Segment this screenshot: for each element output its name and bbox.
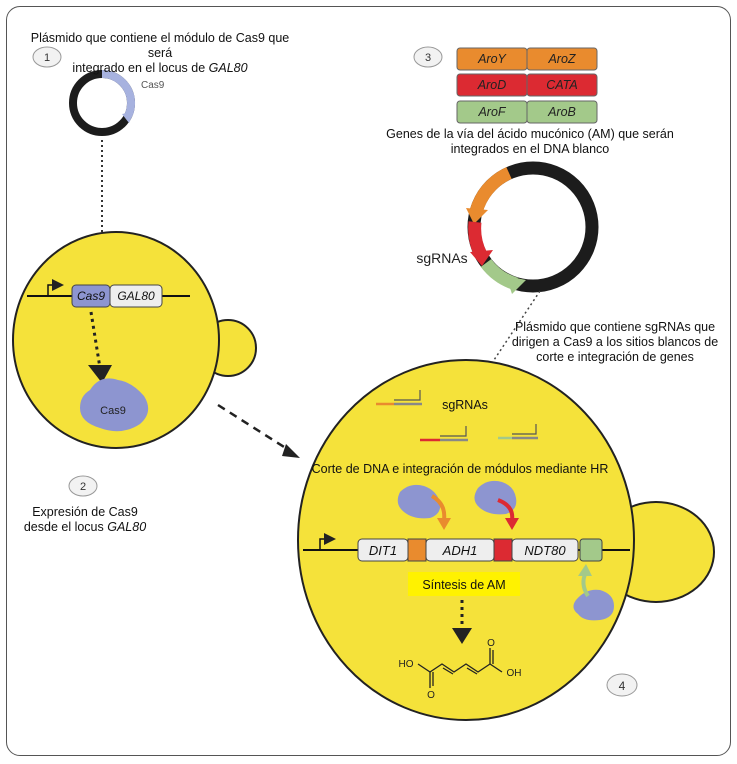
svg-text:2: 2 [80,481,86,493]
step-badge-3: 3 [413,46,443,68]
gene-ndt80-box: NDT80 [511,538,579,562]
integration-site-orange [407,538,427,562]
svg-text:4: 4 [619,679,626,693]
gene-adh1-box: ADH1 [425,538,495,562]
cas9-protein-right-3 [573,589,614,621]
svg-text:CATA: CATA [546,78,577,92]
cas9-protein-right-1 [397,484,441,519]
o-label-bottom: O [427,690,435,701]
hr-caption: Corte de DNA e integración de módulos me… [311,462,609,476]
svg-text:1: 1 [44,52,50,64]
plasmid-to-cell-arrow-right [482,290,541,377]
svg-text:Cas9: Cas9 [77,289,105,303]
yeast-cell-left [12,231,257,449]
promoter-arrow-left [47,279,64,296]
sgrna-red [420,426,468,442]
svg-text:3: 3 [425,52,431,64]
svg-text:DIT1: DIT1 [369,543,397,558]
plasmid-sgrna-label: sgRNAs [416,250,467,266]
gene-gal80-box: GAL80 [109,284,163,308]
svg-text:AroF: AroF [477,105,506,119]
svg-text:AroY: AroY [477,52,507,66]
step2-caption: Expresión de Cas9 desde el locus GAL80 [23,505,147,534]
expression-arrowhead [88,365,112,383]
gene-module-aroy-aroz: AroY AroZ [456,47,598,71]
sgrna-plasmid-caption: Plásmido que contiene sgRNAs que dirigen… [511,320,719,364]
cas9-protein-left: Cas9 [80,378,149,432]
gene-module-arod-cata: AroD CATA [456,73,598,97]
step3-caption: Genes de la vía del ácido mucónico (AM) … [386,127,674,156]
step-badge-1: 1 [32,46,62,68]
cas9-plasmid: Cas9 [69,69,165,136]
ho-label: HO [399,659,414,670]
gene-dit1-box: DIT1 [357,538,409,562]
step-badge-4: 4 [606,673,638,697]
cell-sgrna-label: sgRNAs [442,398,488,412]
svg-text:GAL80: GAL80 [117,289,155,303]
o-label-top: O [487,638,495,649]
svg-text:AroZ: AroZ [547,52,575,66]
integration-site-green [579,538,603,562]
promoter-arrow-right [319,533,336,550]
gene-cas9-box: Cas9 [71,284,111,308]
svg-text:Cas9: Cas9 [100,405,126,417]
sgrna-green [498,424,538,440]
gene-module-arof-arob: AroF AroB [456,100,598,124]
svg-text:AroB: AroB [547,105,576,119]
expression-arrow [89,311,102,369]
svg-text:NDT80: NDT80 [524,543,566,558]
muconic-acid-structure [417,648,503,688]
synthesis-label: Síntesis de AM [422,578,505,592]
synthesis-highlight [408,572,520,596]
plasmid-cas9-label: Cas9 [141,80,165,91]
oh-label: OH [507,668,522,679]
step1-caption: Plásmido que contiene el módulo de Cas9 … [30,31,290,75]
sgrna-plasmid: sgRNAs [416,161,599,294]
cell-to-cell-arrow [217,403,293,454]
step-badge-2: 2 [68,475,98,497]
svg-text:AroD: AroD [477,78,506,92]
svg-text:ADH1: ADH1 [442,543,478,558]
integration-site-red [493,538,513,562]
sgrna-orange [376,390,422,406]
